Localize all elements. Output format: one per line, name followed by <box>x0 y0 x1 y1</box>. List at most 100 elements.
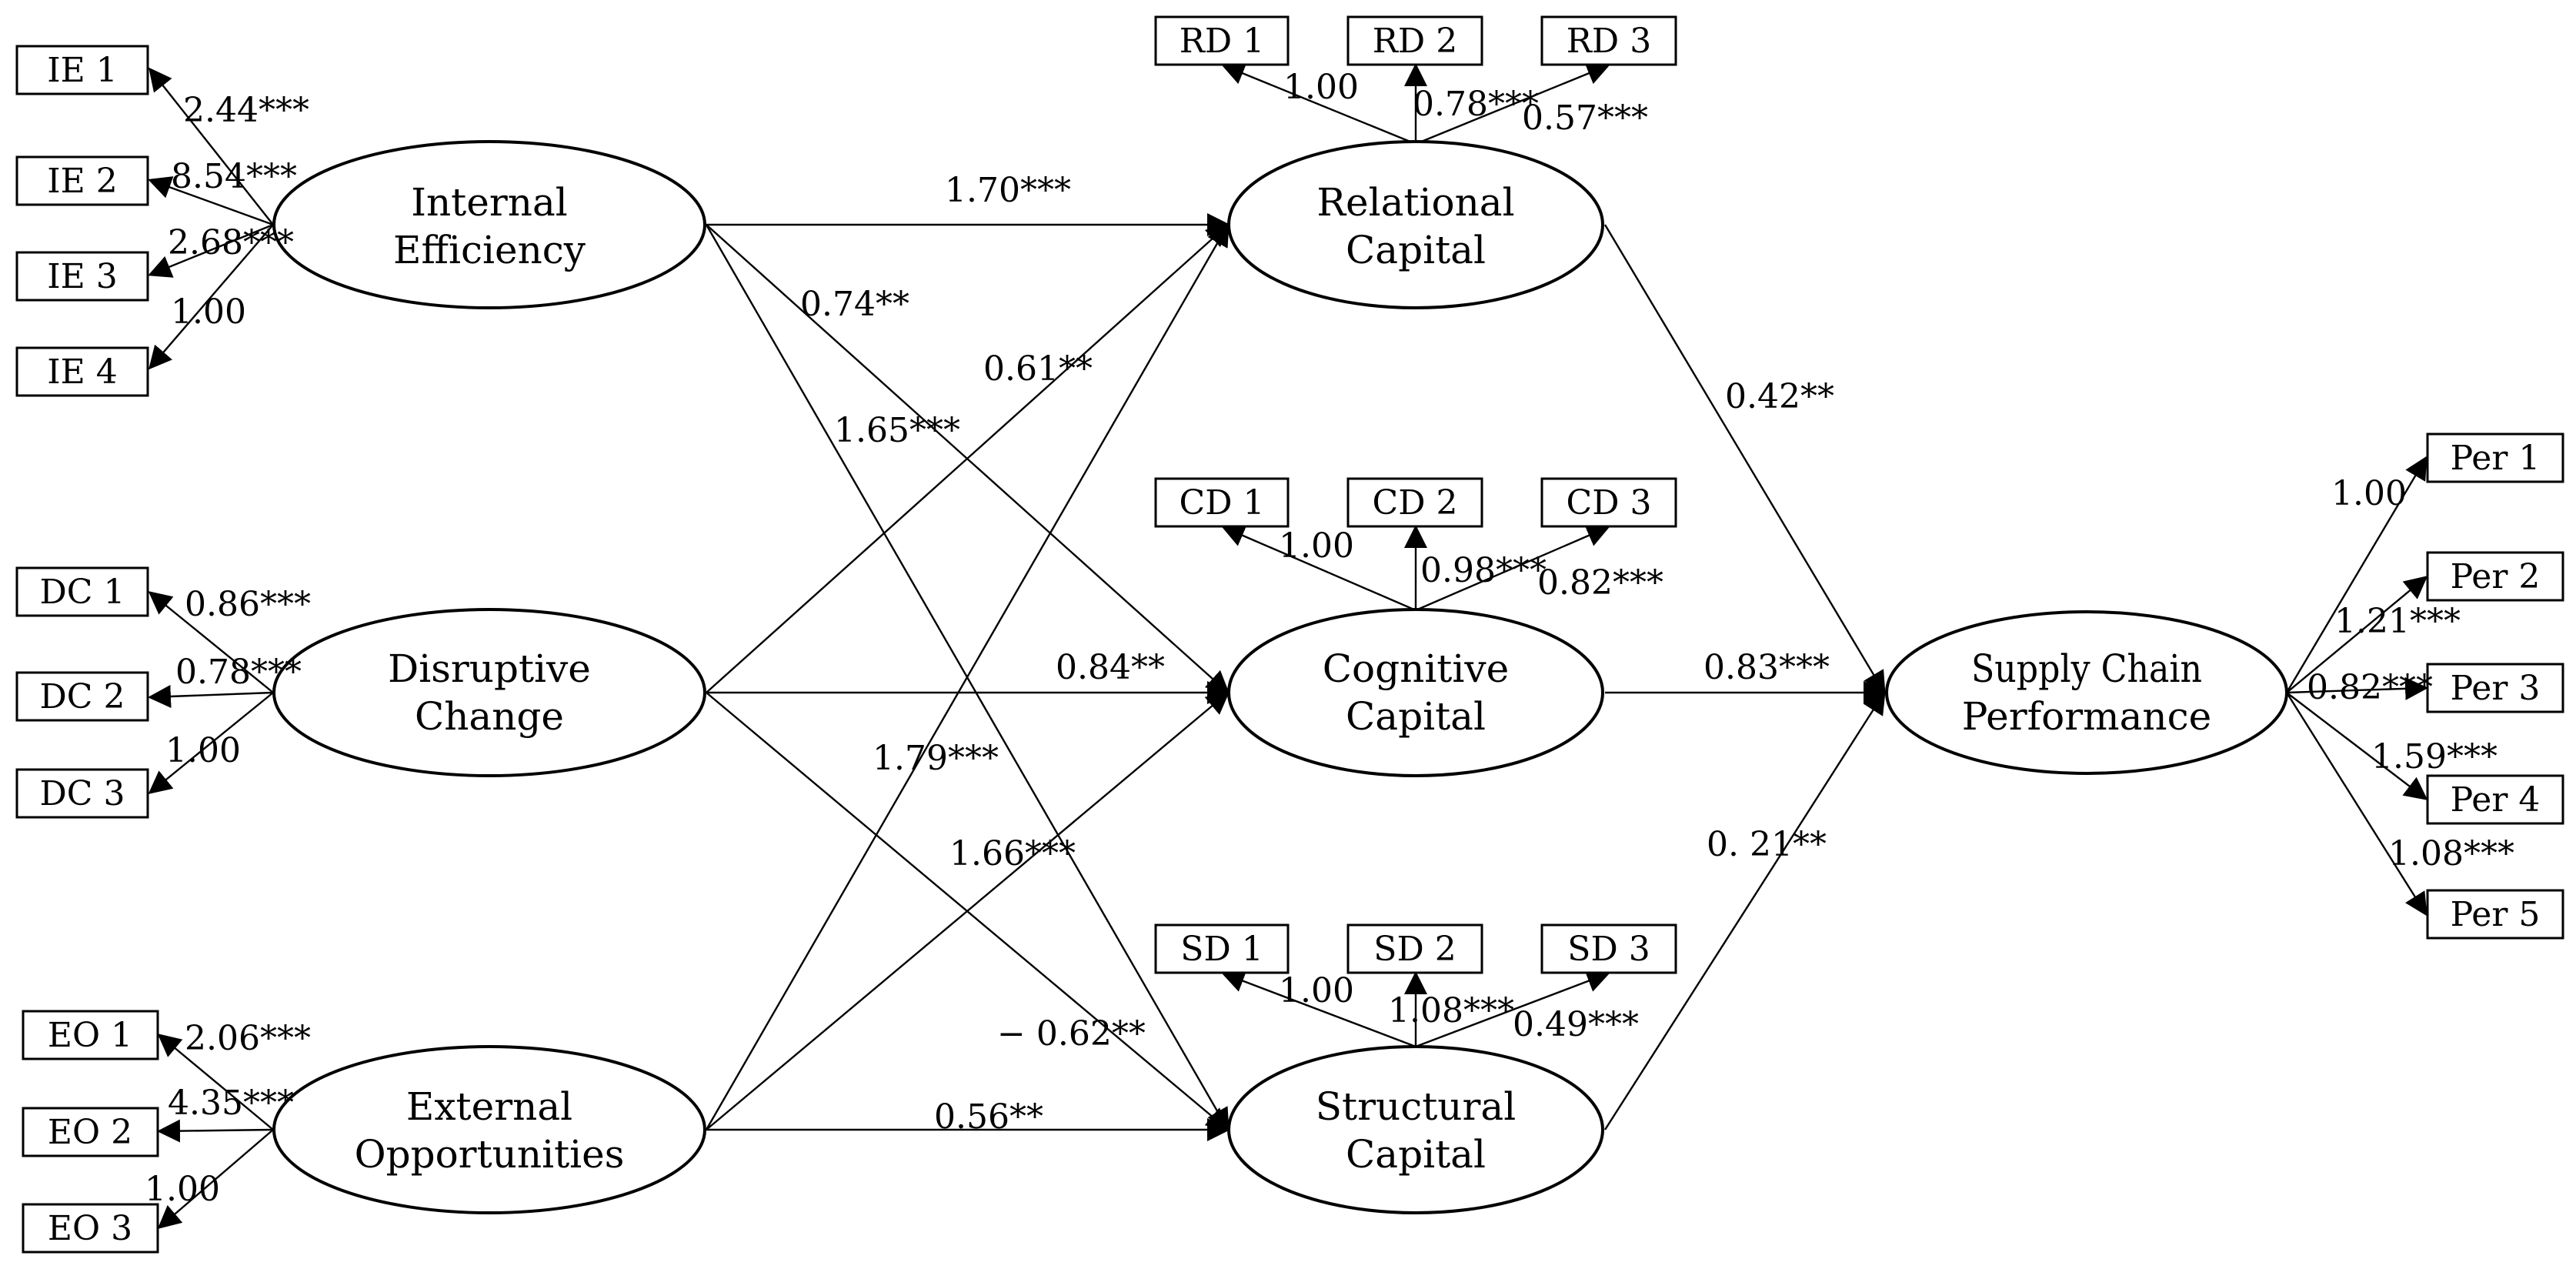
loading-arrow-ie4 <box>148 224 274 370</box>
indicator-label: DC 2 <box>40 677 125 716</box>
path-label-eo-rc: 1.79*** <box>873 739 999 778</box>
indicator-label: Per 3 <box>2451 669 2541 708</box>
loading-arrow-sd3 <box>1415 970 1610 1048</box>
construct-label-line1: Relational <box>1316 180 1514 225</box>
indicator-label: CD 2 <box>1373 483 1458 523</box>
loading-label-per3: 0.82*** <box>2307 668 2433 707</box>
loading-arrow-per1 <box>2285 456 2428 693</box>
loading-arrow-dc2 <box>148 684 274 708</box>
indicator-label: Per 4 <box>2451 780 2541 820</box>
indicator-label: RD 1 <box>1180 22 1264 61</box>
construct-label-line2: Performance <box>1962 694 2211 739</box>
indicator-cd3: CD 3 <box>1540 477 1677 528</box>
loading-label-rd3: 0.57*** <box>1522 99 1648 138</box>
loading-arrow-eo1 <box>157 1034 274 1130</box>
indicator-label: EO 1 <box>48 1016 132 1055</box>
loading-label-cd1: 1.00 <box>1279 526 1354 566</box>
construct-label-line1: Structural <box>1316 1084 1516 1129</box>
construct-label-line2: Capital <box>1346 228 1486 272</box>
loading-arrow-cd1 <box>1221 524 1416 612</box>
indicator-ie1: IE 1 <box>15 45 149 95</box>
construct-label-line2: Opportunities <box>355 1132 625 1177</box>
construct-label-line1: Disruptive <box>388 646 591 691</box>
loading-arrow-ie2 <box>148 176 274 226</box>
indicator-label: RD 3 <box>1567 22 1651 61</box>
indicator-label: SD 2 <box>1373 930 1456 969</box>
indicator-rd2: RD 2 <box>1346 15 1483 66</box>
construct-label-line2: Efficiency <box>393 228 586 272</box>
loading-label-dc1: 0.86*** <box>185 585 311 624</box>
loading-label-sd1: 1.00 <box>1279 971 1354 1010</box>
path-label-eo-sc: 0.56** <box>934 1097 1043 1137</box>
loading-arrow-ie3 <box>148 223 274 278</box>
indicator-dc2: DC 2 <box>15 671 149 722</box>
indicator-eo3: EO 3 <box>22 1203 159 1254</box>
indicator-label: CD 1 <box>1180 483 1265 523</box>
loading-label-eo1: 2.06*** <box>185 1019 311 1058</box>
loading-label-ie2: 8.54*** <box>171 157 297 196</box>
loading-label-rd2: 0.78*** <box>1413 85 1539 124</box>
loading-label-ie1: 2.44*** <box>183 91 309 130</box>
path-arrow-dc-rc <box>706 222 1230 693</box>
path-arrow-sc-scp <box>1603 690 1886 1130</box>
loading-label-per2: 1.21*** <box>2334 602 2461 641</box>
construct-disruptive-change: Disruptive Change <box>272 608 706 777</box>
indicator-per4: Per 4 <box>2426 774 2564 825</box>
construct-label-line1: Cognitive <box>1323 646 1509 691</box>
loading-arrow-per5 <box>2285 692 2428 917</box>
indicator-cd1: CD 1 <box>1154 477 1290 528</box>
loading-arrow-dc3 <box>148 692 274 794</box>
path-label-rc-scp: 0.42** <box>1725 377 1834 416</box>
indicator-per3: Per 3 <box>2426 663 2564 713</box>
path-label-dc-cc: 0.84** <box>1056 648 1165 687</box>
path-label-ie-sc: 1.65*** <box>834 411 960 450</box>
loading-arrow-sd1 <box>1221 970 1416 1048</box>
loading-label-eo3: 1.00 <box>145 1170 220 1209</box>
loading-arrow-ie1 <box>148 67 274 225</box>
path-label-eo-cc: − 0.62** <box>997 1014 1146 1054</box>
indicator-label: RD 2 <box>1373 22 1457 61</box>
path-label-dc-rc: 0.61** <box>983 349 1093 389</box>
construct-external-opportunities: External Opportunities <box>272 1045 706 1214</box>
indicator-label: IE 3 <box>47 257 117 296</box>
loading-arrow-rd3 <box>1415 62 1610 145</box>
indicator-label: EO 3 <box>48 1209 132 1248</box>
loading-arrow-eo3 <box>157 1129 274 1229</box>
loading-label-per1: 1.00 <box>2331 474 2407 513</box>
construct-supply-chain-performance: Supply Chain Performance <box>1885 610 2288 775</box>
path-label-sc-scp: 0. 21** <box>1707 825 1827 864</box>
construct-relational-capital: Relational Capital <box>1227 140 1604 309</box>
indicator-rd1: RD 1 <box>1154 15 1290 66</box>
loading-label-sd2: 1.08*** <box>1388 991 1514 1030</box>
path-label-dc-sc: 1.66*** <box>949 834 1076 873</box>
path-arrow-eo-cc <box>706 691 1230 1130</box>
indicator-label: DC 1 <box>40 573 125 612</box>
loading-label-cd2: 0.98*** <box>1420 551 1547 590</box>
indicator-label: Per 2 <box>2451 557 2541 596</box>
indicator-cd2: CD 2 <box>1346 477 1483 528</box>
path-label-ie-rc: 1.70*** <box>945 171 1071 210</box>
loading-arrow-cd3 <box>1415 524 1610 612</box>
indicator-label: IE 2 <box>47 162 117 201</box>
indicator-label: EO 2 <box>48 1113 132 1152</box>
indicator-ie3: IE 3 <box>15 251 149 302</box>
indicator-sd2: SD 2 <box>1346 923 1483 974</box>
indicator-rd3: RD 3 <box>1540 15 1677 66</box>
loading-labels: 2.44*** 8.54*** 2.68*** 1.00 0.86*** 0.7… <box>145 68 2514 1209</box>
construct-label-line1: Internal <box>411 180 568 225</box>
loading-label-per4: 1.59*** <box>2371 737 2498 776</box>
structural-paths <box>705 213 1887 1141</box>
loading-label-rd1: 1.00 <box>1283 68 1359 107</box>
indicator-per1: Per 1 <box>2426 432 2564 483</box>
indicator-label: Per 5 <box>2451 895 2541 934</box>
indicator-sd3: SD 3 <box>1540 923 1677 974</box>
loading-label-dc2: 0.78*** <box>175 653 302 692</box>
indicator-sd1: SD 1 <box>1154 923 1290 974</box>
loading-label-ie4: 1.00 <box>171 292 246 332</box>
loading-label-ie3: 2.68*** <box>168 223 294 262</box>
indicator-boxes: IE 1 IE 2 IE 3 IE 4 DC 1 DC 2 DC 3 EO 1 … <box>15 15 2564 1254</box>
indicator-per5: Per 5 <box>2426 889 2564 940</box>
loading-arrow-per3 <box>2286 676 2428 700</box>
construct-internal-efficiency: Internal Efficiency <box>272 140 706 309</box>
